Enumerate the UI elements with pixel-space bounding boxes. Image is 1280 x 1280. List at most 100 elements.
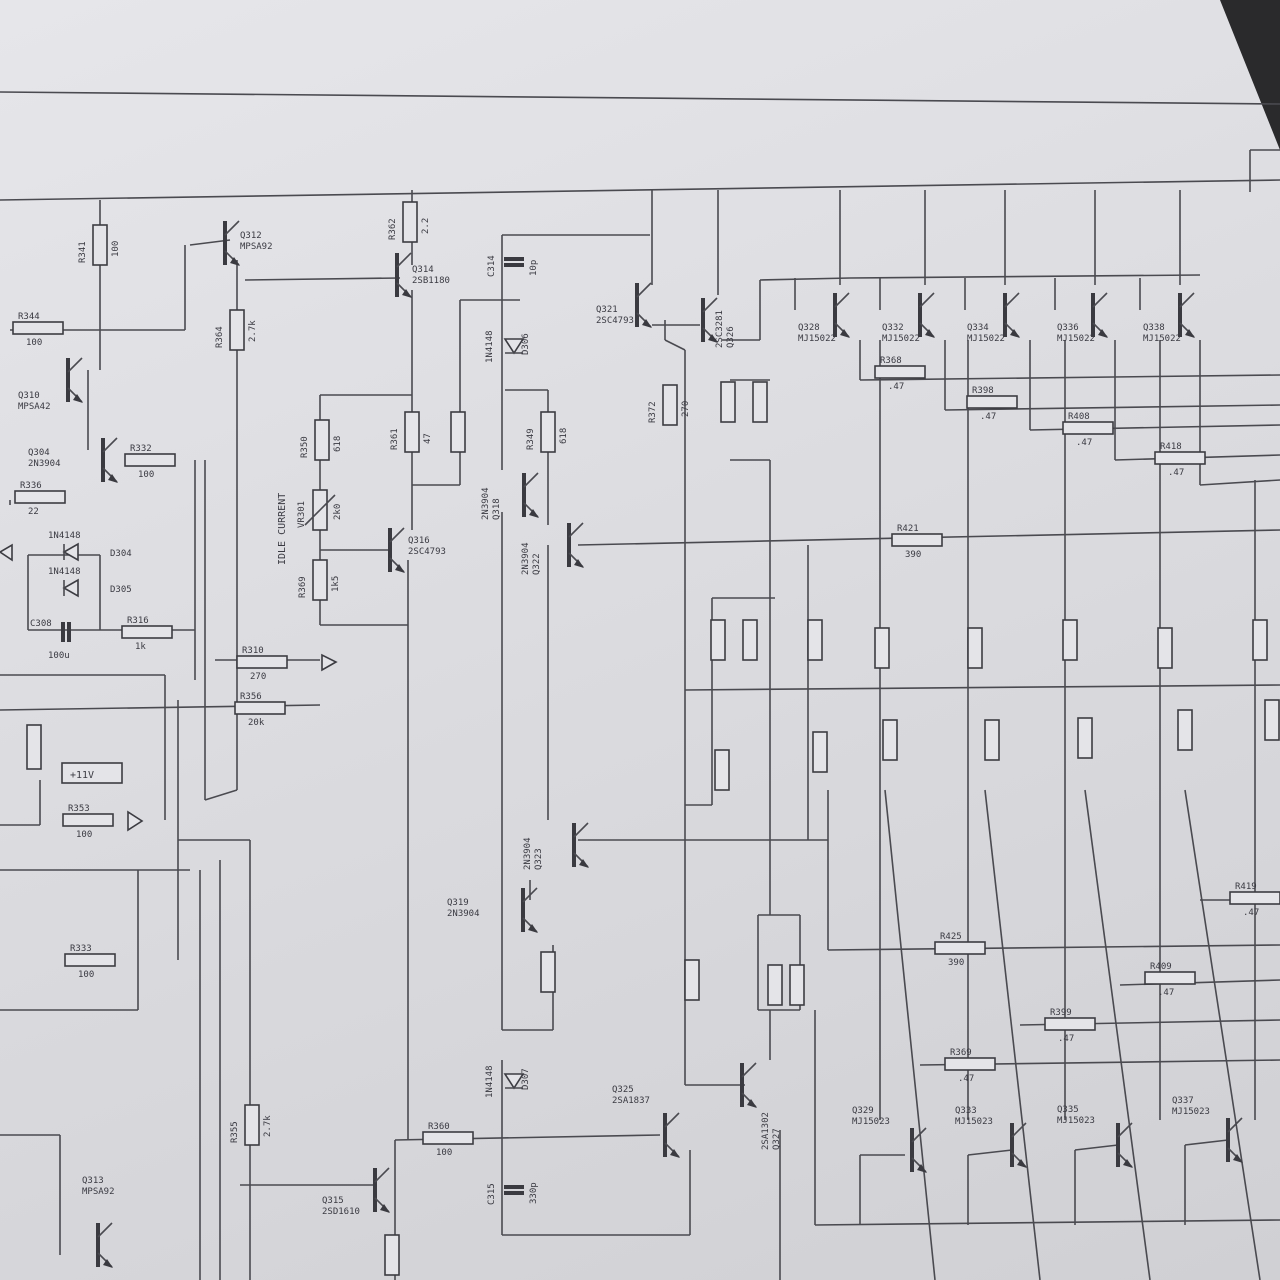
- resistor-body: [767, 964, 783, 1006]
- transistor-part-label: 2SC3281: [715, 310, 725, 348]
- resistor-value-label: 390: [905, 550, 921, 560]
- transistor-ref-label: Q321: [596, 305, 618, 315]
- resistor-body: [742, 619, 758, 661]
- resistor-r409: R409 .47: [1144, 962, 1196, 998]
- resistor-body: [710, 619, 726, 661]
- resistor-value-label: .47: [1243, 908, 1259, 918]
- resistor-value-label: 100: [76, 830, 92, 840]
- resistor-r368: R368 .47: [874, 356, 926, 392]
- diode-ref-label: D304: [110, 549, 132, 559]
- resistor-value-label: 100: [26, 338, 42, 348]
- resistor-ref-label: R353: [68, 804, 90, 814]
- resistor-value-label: .47: [888, 382, 904, 392]
- transistor-ref-label: Q318: [492, 498, 502, 520]
- resistor-r362: R362 2.2: [388, 201, 431, 243]
- resistor-ref-label: R333: [70, 944, 92, 954]
- resistor-body: [1264, 699, 1280, 741]
- resistor-value-label: .47: [1076, 438, 1092, 448]
- resistor-value-label: 100: [436, 1148, 452, 1158]
- transistor-part-label: MJ15022: [798, 334, 836, 344]
- capacitor-ref-label: C308: [30, 619, 52, 629]
- resistor-value-label: 2.2: [421, 218, 431, 234]
- resistor-body: [967, 627, 983, 669]
- transistor-ref-label: Q333: [955, 1106, 977, 1116]
- transistor-part-label: 2SC4793: [408, 547, 446, 557]
- resistor-ref-label: R332: [130, 444, 152, 454]
- transistor-part-label: MJ15023: [955, 1117, 993, 1127]
- resistor-ref-label: R368: [880, 356, 902, 366]
- transistor-part-label: 2N3904: [521, 542, 531, 575]
- resistor-ref-label: R399: [1050, 1008, 1072, 1018]
- capacitor-ref-label: C314: [487, 255, 497, 277]
- resistor-value-label: 618: [333, 436, 343, 452]
- resistor-value-label: 270: [681, 401, 691, 417]
- resistor-body: [540, 951, 556, 993]
- capacitor-value-label: 100u: [48, 651, 70, 661]
- resistor-ref-label: R362: [388, 218, 398, 240]
- resistor-value-label: 270: [250, 672, 266, 682]
- resistor-body: [789, 964, 805, 1006]
- resistor-r408: R408.47: [1062, 412, 1114, 448]
- resistor-ref-label: R421: [897, 524, 919, 534]
- resistor-value-label: 100: [138, 470, 154, 480]
- resistor-value-label: 1k5: [331, 576, 341, 592]
- transistor-part-label: 2SC4793: [596, 316, 634, 326]
- diode-part-label: 1N4148: [48, 531, 81, 541]
- resistor-ref-label: R336: [20, 481, 42, 491]
- resistor-body: [807, 619, 823, 661]
- resistor-value-label: 2.7k: [263, 1115, 273, 1137]
- resistor-value-label: 20k: [248, 718, 265, 728]
- resistor-body: [1077, 717, 1093, 759]
- transistor-part-label: MJ15023: [1057, 1116, 1095, 1126]
- capacitor-value-label: 330p: [529, 1182, 539, 1204]
- resistor-value-label: 618: [559, 428, 569, 444]
- resistor-ref-label: R409: [1150, 962, 1172, 972]
- resistor-r419: R419.47: [1229, 882, 1280, 918]
- resistor-value-label: 47: [423, 433, 433, 444]
- resistor-value-label: .47: [1158, 988, 1174, 998]
- resistor-value-label: .47: [958, 1074, 974, 1084]
- resistor-body: [450, 411, 466, 453]
- resistor-ref-label: R356: [240, 692, 262, 702]
- transistor-part-label: MPSA92: [240, 242, 273, 252]
- resistor-body: [812, 731, 828, 773]
- resistor-r421: R421 390: [891, 524, 943, 560]
- transistor-ref-label: Q332: [882, 323, 904, 333]
- resistor-value-label: .47: [980, 412, 996, 422]
- transistor-ref-label: Q316: [408, 536, 430, 546]
- resistor-body: [720, 381, 736, 423]
- resistor-body: [874, 627, 890, 669]
- resistor-ref-label: R425: [940, 932, 962, 942]
- resistor-ref-label: R344: [18, 312, 40, 322]
- transistor-ref-label: Q315: [322, 1196, 344, 1206]
- idle-current-label: IDLE CURRENT: [277, 493, 288, 565]
- transistor-part-label: 2SA1302: [761, 1112, 771, 1150]
- diode-part-label: 1N4148: [48, 567, 81, 577]
- resistor-ref-label: R398: [972, 386, 994, 396]
- transistor-part-label: 2N3904: [523, 837, 533, 870]
- transistor-ref-label: Q329: [852, 1106, 874, 1116]
- resistor-body: [1062, 619, 1078, 661]
